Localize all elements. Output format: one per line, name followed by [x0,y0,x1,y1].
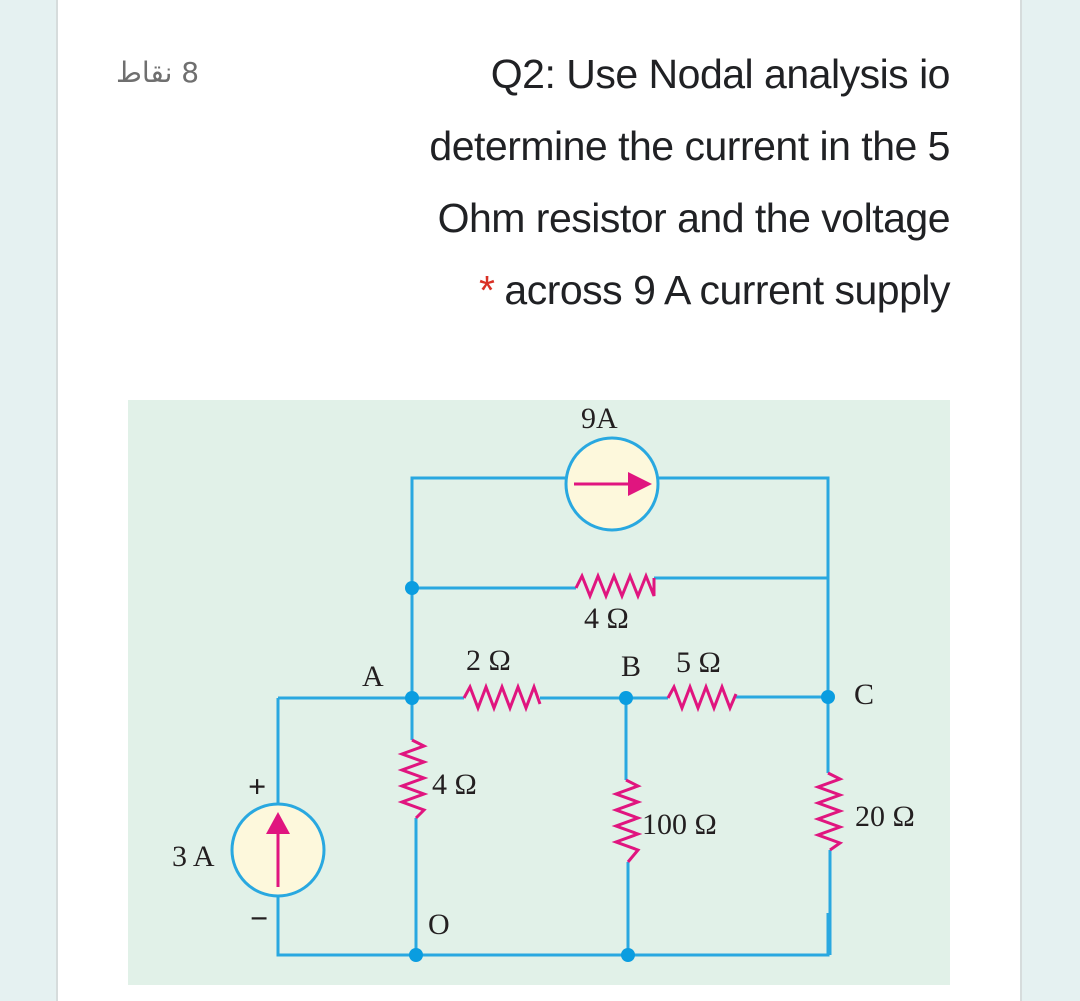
resistor-2ohm [462,682,542,713]
resistor-4ohm-vertical [397,738,429,820]
junction-node-b [619,691,633,705]
label-r-20: 20 Ω [855,800,915,833]
arrow-up-icon [266,812,290,834]
label-polarity-plus: + [248,768,267,804]
arrow-right-icon [628,472,652,496]
junction-node-o [409,948,423,962]
question-title: Q2: Use Nodal analysis io determine the … [250,38,950,326]
label-r-4-top: 4 Ω [584,602,629,635]
resistor-4ohm-top [574,571,656,601]
points-label: 8 نقاط [116,56,200,89]
junction-node-c [821,690,835,704]
label-polarity-minus: − [250,900,269,936]
label-r-5: 5 Ω [676,646,721,679]
current-source-9a [564,436,660,532]
current-source-3a [230,802,326,898]
circuit-diagram: 9A 4 Ω 2 Ω B 5 Ω A C 4 Ω 100 Ω 20 Ω 3 A … [128,400,950,985]
label-node-a: A [362,660,384,693]
wire-top-right [658,476,830,698]
resistors [397,571,845,863]
resistor-100ohm [611,778,643,863]
label-9a: 9A [581,402,618,435]
required-asterisk: * [478,267,495,313]
label-r-2: 2 Ω [466,644,511,677]
label-r-4-vertical: 4 Ω [432,768,477,801]
wires [276,476,832,957]
junction-bottom-mid [621,948,635,962]
question-line-1: Q2: Use Nodal analysis io [490,51,951,97]
label-node-b: B [621,650,642,683]
wire-bottom [276,892,830,957]
question-line-3: Ohm resistor and the voltage [437,195,951,241]
resistor-20ohm [813,771,845,852]
junction-top-left [405,581,419,595]
junction-node-a [405,691,419,705]
junction-nodes [405,581,835,962]
resistor-5ohm [666,682,738,713]
label-3a: 3 A [172,840,215,873]
question-line-2: determine the current in the 5 [429,123,950,169]
question-line-4: *across 9 A current supply [250,254,951,326]
circuit-svg [230,436,845,962]
question-line-4-text: across 9 A current supply [504,267,950,313]
label-node-c: C [854,678,875,711]
label-node-o: O [428,908,450,941]
label-r-100: 100 Ω [642,808,717,841]
wire-top-left [410,476,566,588]
